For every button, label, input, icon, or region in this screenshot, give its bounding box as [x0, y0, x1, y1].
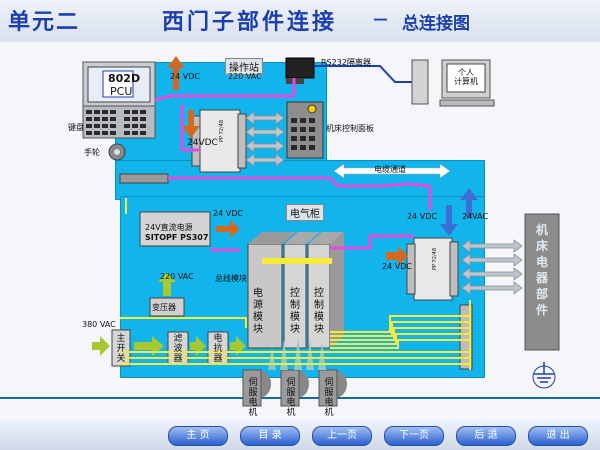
main-switch-label: 主开关 — [116, 334, 126, 364]
cnc-unit — [82, 61, 169, 184]
rs232-label: RS232隔离器 — [321, 58, 371, 67]
vdc24-top-label: 24 VDC — [170, 72, 200, 81]
module-code-lower: PP 72/48 — [432, 247, 439, 271]
machine-parts-column — [524, 213, 560, 351]
prev-page-button[interactable]: 上一页 — [312, 426, 372, 446]
back-button[interactable]: 后 退 — [456, 426, 516, 446]
servo-motor-3-label: 伺服电机 — [324, 378, 334, 418]
servo-motor-2-label: 伺服电机 — [286, 378, 296, 418]
vac380-label: 380 VAC — [82, 320, 116, 329]
psu-line1: 24V直流电源 — [145, 223, 193, 232]
reactor-label: 电抗器 — [213, 334, 223, 364]
cnc-model-label: 802D — [108, 72, 141, 85]
pink-cables — [154, 78, 432, 252]
machine-parts-label: 机床电器部件 — [535, 223, 548, 317]
rs232-and-pc — [285, 57, 495, 107]
vac24-right-label: 24VAC — [462, 212, 489, 221]
machine-panel-label: 机床控制面板 — [326, 124, 374, 133]
pc-label: 个人 计算机 — [454, 68, 478, 86]
page-title: 西门子部件连接 — [162, 9, 338, 35]
servo-motor-1-label: 伺服电机 — [248, 378, 258, 418]
vac220-top-label: 220 VAC — [228, 72, 262, 81]
cable-channel-panel — [115, 160, 485, 200]
transformer-box — [149, 272, 185, 317]
electrical-cabinet-label: 电气柜 — [286, 204, 324, 221]
home-button[interactable]: 主 页 — [168, 426, 228, 446]
transformer-label: 变压器 — [152, 303, 176, 312]
unit-title: 单元二 — [8, 9, 81, 35]
handwheel-label: 手轮 — [84, 148, 100, 157]
drive-modules — [247, 232, 344, 349]
next-page-button[interactable]: 下一页 — [384, 426, 444, 446]
machine-control-panel — [286, 101, 324, 159]
exit-button[interactable]: 退 出 — [528, 426, 588, 446]
yellow-bus-lines — [120, 198, 471, 370]
vdc24-right-label: 24 VDC — [407, 212, 437, 221]
title-dash: － — [372, 11, 389, 31]
keyboard-label: 键盘 — [68, 123, 84, 132]
psu-box — [139, 211, 240, 247]
dc-arrows — [167, 56, 408, 266]
operator-station-label: 操作站 — [225, 58, 263, 75]
cnc-pcu-label: PCU — [110, 85, 133, 98]
ground-icon — [532, 362, 556, 389]
io-module-upper — [191, 109, 247, 173]
control-module-1-label: 控制模块 — [290, 288, 300, 335]
vdc24-psu-label: 24 VDC — [213, 209, 243, 218]
bus-module-bar — [262, 258, 332, 264]
filter-label: 滤波器 — [173, 334, 183, 364]
psu-line2: SITOPF PS307 — [145, 233, 209, 242]
power-module-label: 电源模块 — [253, 288, 263, 335]
control-module-2-label: 控制模块 — [314, 288, 324, 335]
io-module-lower — [406, 237, 473, 370]
vdc24-right2-label: 24 VDC — [382, 262, 412, 271]
contents-button[interactable]: 目 录 — [240, 426, 300, 446]
title-bar — [0, 0, 600, 42]
module-code-upper: PP 72/48 — [219, 119, 226, 143]
page-subtitle: 总连接图 — [402, 14, 470, 34]
bus-module-label: 总线模块 — [215, 274, 247, 283]
ac-arrows — [440, 188, 478, 236]
cable-channel-label: 电缆通道 — [374, 165, 406, 174]
vac220-mid-label: 220 VAC — [160, 272, 194, 281]
